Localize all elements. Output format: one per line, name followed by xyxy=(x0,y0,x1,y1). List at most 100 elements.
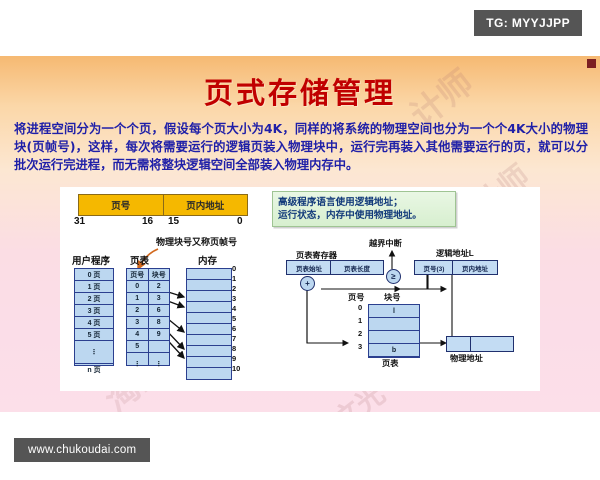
memory-index: 3 xyxy=(232,294,237,303)
memory-block xyxy=(187,269,231,280)
user-program-row: 0 页 xyxy=(75,269,113,281)
page-table-cell-block xyxy=(148,341,169,353)
memory-block xyxy=(187,280,231,291)
right-page-table-entry xyxy=(369,318,419,331)
page-table-cell-page: 2 xyxy=(127,305,148,317)
right-page-table-entry xyxy=(369,331,419,344)
figure-panel: 页号 页内地址 31 16 15 0 高级程序语言使用逻辑地址； 运行状态，内存… xyxy=(60,187,540,391)
page-table-cell-block: 8 xyxy=(148,317,169,329)
right-diagram: 页表寄存器 页表始址 页表长度 越界中断 ≥ + 逻辑地址L 页号(3) 页内地… xyxy=(286,231,536,387)
label-page-table: 页表 xyxy=(130,256,150,267)
address-format-table: 页号 页内地址 xyxy=(78,194,248,216)
register-cell-start-addr: 页表始址 xyxy=(286,260,332,275)
memory-index: 8 xyxy=(232,344,237,353)
note-line-1: 高级程序语言使用逻辑地址； xyxy=(278,197,403,208)
site-url-tag: www.chukoudai.com xyxy=(14,438,151,462)
page-table-cell-page: 0 xyxy=(127,281,148,293)
memory-block xyxy=(187,324,231,335)
body-paragraph: 将进程空间分为一个个页，假设每个页大小为4K，同样的将系统的物理空间也分为一个个… xyxy=(14,122,588,172)
note-line-2: 运行状态，内存中使用物理地址。 xyxy=(278,210,422,221)
page-table-cell-block: 2 xyxy=(148,281,169,293)
green-note-box: 高级程序语言使用逻辑地址； 运行状态，内存中使用物理地址。 xyxy=(272,191,456,227)
memory-index: 9 xyxy=(232,354,237,363)
right-page-table-entry: l xyxy=(369,305,419,318)
memory-index: 6 xyxy=(232,324,237,333)
memory-index: 1 xyxy=(232,274,237,283)
memory-block xyxy=(187,346,231,357)
page-title: 页式存储管理 xyxy=(203,76,396,110)
right-page-index: 1 xyxy=(358,316,363,325)
memory-index: 5 xyxy=(232,314,237,323)
bit-label-15: 15 xyxy=(168,216,180,227)
physical-block-annotation: 物理块号又称页帧号 xyxy=(156,237,238,247)
addr-cell-offset: 页内地址 xyxy=(162,195,248,215)
page-table-cell-page: 3 xyxy=(127,317,148,329)
page-table-cell-block: 6 xyxy=(148,305,169,317)
slide-canvas: 计师 计师 文充 淘宝 文光 页式存储管理 将进程空间分为一个个页，假设每个页大… xyxy=(0,56,600,412)
user-program-row: 4 页 xyxy=(75,317,113,329)
label-memory: 内存 xyxy=(198,256,218,267)
label-logical-address: 逻辑地址L xyxy=(436,249,474,258)
footer-bar: www.chukoudai.com xyxy=(0,412,600,480)
right-page-indices: 0 1 2 3 xyxy=(358,301,362,353)
bit-label-16: 16 xyxy=(142,216,154,227)
page-table-cell-page: 1 xyxy=(127,293,148,305)
page-table-cell-block: ⋮ xyxy=(155,361,163,368)
user-program-row: 2 页 xyxy=(75,293,113,305)
corner-square-decor xyxy=(587,59,596,68)
bit-label-0: 0 xyxy=(237,216,243,227)
label-physical-address: 物理地址 xyxy=(450,354,483,363)
top-bar: TG: MYYJJPP xyxy=(0,0,600,56)
right-page-index: 3 xyxy=(358,342,363,351)
page-table-header-block: 块号 xyxy=(148,269,169,281)
right-page-index: 0 xyxy=(358,303,363,312)
annotation-arrow xyxy=(137,248,159,271)
address-bit-labels: 31 16 15 0 xyxy=(74,216,254,229)
memory-index: 0 xyxy=(232,264,237,273)
bit-label-31: 31 xyxy=(74,216,86,227)
memory-index: 4 xyxy=(232,304,237,313)
user-program-row: 3 页 xyxy=(75,305,113,317)
physical-address-cell-2 xyxy=(470,336,514,352)
memory-block xyxy=(187,335,231,346)
label-block-number: 块号 xyxy=(384,293,401,302)
logical-cell-offset: 页内地址 xyxy=(452,260,498,275)
right-page-table-entry: b xyxy=(369,344,419,357)
memory-block xyxy=(187,291,231,302)
user-program-row: 1 页 xyxy=(75,281,113,293)
label-user-program: 用户程序 xyxy=(72,256,111,267)
memory-stack xyxy=(186,268,232,380)
label-page-table-register: 页表寄存器 xyxy=(296,251,337,260)
left-diagram: 物理块号又称页帧号 xyxy=(68,237,298,385)
telegram-tag: TG: MYYJJPP xyxy=(474,10,582,36)
page-table-cell-page: 5 xyxy=(127,341,148,353)
addr-cell-page-number: 页号 xyxy=(111,201,131,212)
user-program-row: ⋮ xyxy=(75,341,113,364)
memory-block xyxy=(187,357,231,368)
page-table-header-page: 页号 xyxy=(127,269,148,281)
comparator-node: ≥ xyxy=(386,269,401,284)
logical-cell-page-number: 页号(3) xyxy=(414,260,454,275)
memory-index: 10 xyxy=(232,364,241,373)
page-table-cell-page: ⋮ xyxy=(133,361,141,368)
register-cell-length: 页表长度 xyxy=(330,260,384,275)
memory-block xyxy=(187,313,231,324)
label-out-of-range-interrupt: 越界中断 xyxy=(369,239,402,248)
page-table-cell-block: 3 xyxy=(148,293,169,305)
label-page-number: 页号 xyxy=(348,293,365,302)
page-table-cell-page: 4 xyxy=(127,329,148,341)
physical-address-cell-1 xyxy=(446,336,472,352)
user-program-row: n 页 xyxy=(87,366,101,374)
memory-block xyxy=(187,302,231,313)
right-page-index: 2 xyxy=(358,329,363,338)
memory-block xyxy=(187,368,231,378)
user-program-row: 5 页 xyxy=(75,329,113,341)
memory-index: 2 xyxy=(232,284,237,293)
right-diagram-lines xyxy=(306,249,456,347)
label-page-table-bottom: 页表 xyxy=(382,359,399,368)
